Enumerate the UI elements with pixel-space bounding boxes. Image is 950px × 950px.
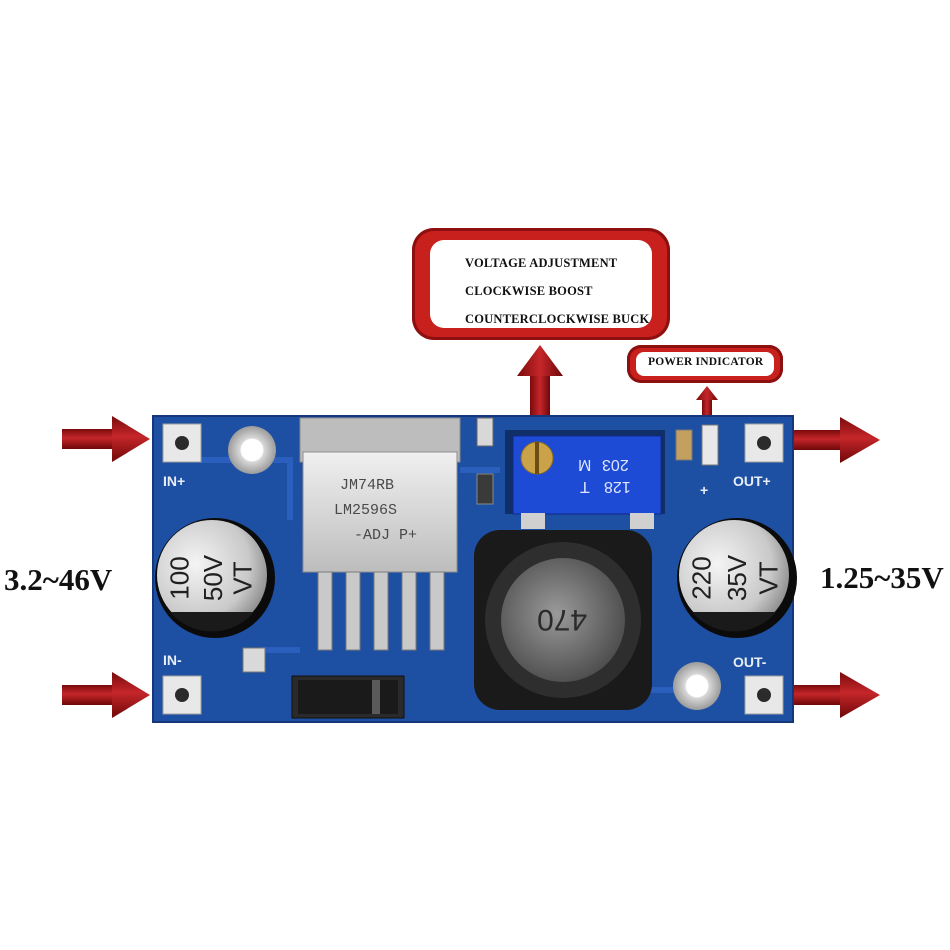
input-cap-marking-1: 100 — [164, 556, 195, 600]
input-cap-marking-2: 50V — [198, 554, 229, 602]
callout-line-1: VOLTAGE ADJUSTMENT — [465, 256, 618, 270]
smd-resistor-2 — [476, 473, 494, 505]
trimmer-marking-2: 128 — [604, 478, 631, 495]
trimmer-marking-1: 203 — [602, 456, 629, 473]
pad-out-plus — [744, 423, 784, 463]
diode — [291, 675, 405, 719]
adjust-up-arrow-icon — [517, 345, 563, 416]
input-minus-arrow-icon — [62, 672, 150, 718]
pad-in-plus — [162, 423, 202, 463]
smd-resistor-3 — [675, 429, 693, 461]
indicator-up-arrow-icon — [696, 386, 718, 416]
pad-in-minus — [162, 675, 202, 715]
input-plus-arrow-icon — [62, 416, 150, 462]
smd-resistor-1 — [476, 417, 494, 447]
ic-marking-1: JM74RB — [340, 477, 395, 494]
power-indicator-label: POWER INDICATOR — [648, 356, 764, 368]
inductor — [474, 530, 652, 710]
power-led — [701, 424, 719, 466]
callout-line-3: COUNTERCLOCKWISE BUCK — [465, 312, 650, 326]
output-voltage-label: 1.25~35V — [820, 560, 944, 595]
input-capacitor — [155, 518, 275, 638]
ic-marking-3: -ADJ P+ — [354, 527, 418, 544]
pad-out-minus — [744, 675, 784, 715]
trimmer-marking-4: M — [578, 456, 592, 473]
input-cap-marking-3: VT — [227, 561, 258, 595]
silk-out-plus: OUT+ — [733, 473, 771, 489]
input-voltage-label: 3.2~46V — [4, 562, 113, 597]
silk-in-minus: IN- — [163, 652, 182, 668]
trimmer-potentiometer — [505, 430, 665, 529]
output-cap-marking-3: VT — [753, 561, 784, 595]
callout-line-2: CLOCKWISE BOOST — [465, 284, 593, 298]
voltage-adjustment-callout: VOLTAGE ADJUSTMENT CLOCKWISE BOOST COUNT… — [412, 228, 670, 340]
output-minus-arrow-icon — [790, 672, 880, 718]
mounting-hole-bottom — [673, 662, 721, 710]
ic-marking-2: LM2596S — [334, 502, 398, 519]
inductor-marking: 470 — [537, 603, 588, 636]
regulator-ic — [299, 417, 461, 651]
output-plus-arrow-icon — [790, 417, 880, 463]
output-cap-marking-2: 35V — [722, 554, 753, 602]
silk-out-minus: OUT- — [733, 654, 767, 670]
mounting-hole-top — [228, 426, 276, 474]
silk-plus: + — [700, 482, 709, 498]
trimmer-marking-3: T — [580, 478, 590, 495]
output-cap-marking-1: 220 — [686, 556, 717, 600]
output-capacitor — [677, 518, 797, 638]
silk-in-plus: IN+ — [163, 473, 186, 489]
power-indicator-callout: POWER INDICATOR — [627, 345, 783, 383]
smd-cap — [242, 647, 266, 673]
